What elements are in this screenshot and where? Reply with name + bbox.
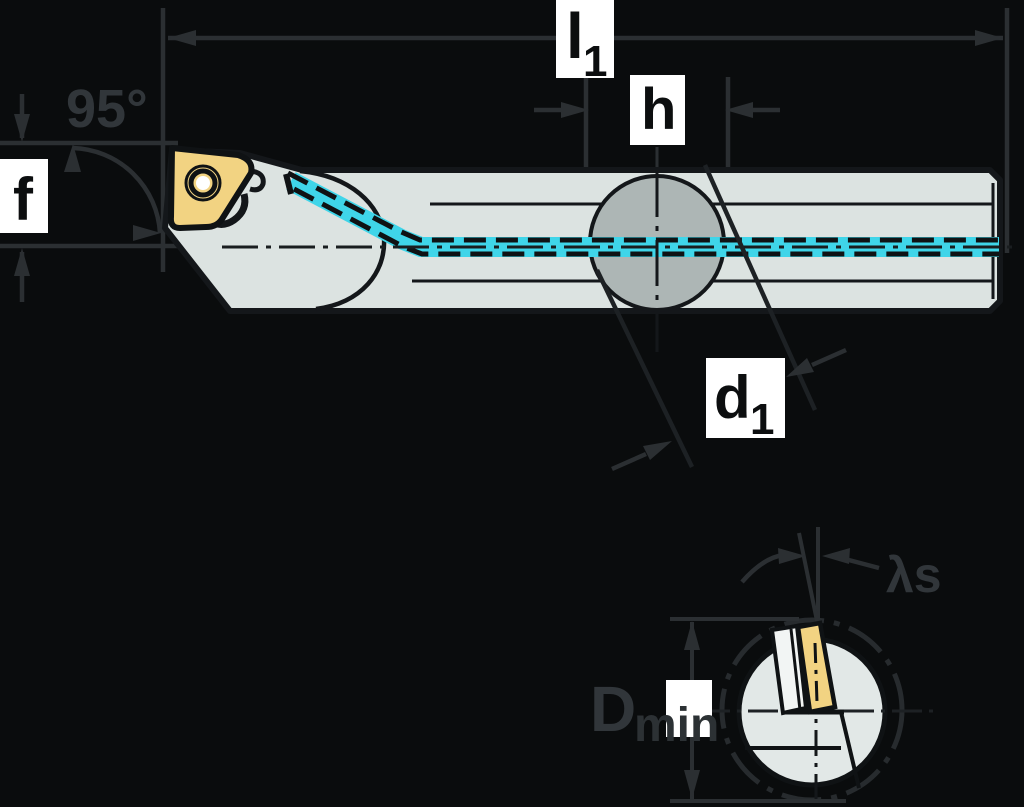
angle-95-label: 95° <box>66 79 148 139</box>
coolant-dashed-edge-bottom <box>292 186 999 257</box>
l1-label-box <box>556 0 614 78</box>
dmin-label-subscript: min <box>634 699 719 752</box>
pocket-band-divider <box>789 628 802 711</box>
f-arrowhead-up <box>14 248 30 276</box>
d1-label: d <box>714 364 751 431</box>
d1-arrowhead-lower <box>643 441 672 460</box>
dmin-arrowhead-up <box>684 621 700 650</box>
lambda-s-right-leader <box>844 556 880 571</box>
d1-label-subscript: 1 <box>750 395 774 444</box>
bar-body <box>162 147 1003 314</box>
clamp-hook <box>249 168 266 193</box>
d1-label-box <box>706 358 785 438</box>
lambda-s-arrowhead-right <box>822 548 850 564</box>
h-arrowhead-right <box>725 102 753 118</box>
d1-arrow-upper-stem <box>811 347 847 368</box>
insert-screw-ring <box>188 168 218 198</box>
lambda-s-dimension <box>740 527 880 622</box>
d1-tangent-left <box>594 269 695 468</box>
pocket-diagonal-line <box>839 711 861 789</box>
insert-end-view <box>795 620 838 715</box>
coolant-entry-cap <box>283 173 294 195</box>
h-arrowhead-left <box>561 102 589 118</box>
f-arrowhead-down <box>14 114 30 142</box>
d1-arrowhead-upper <box>786 358 814 377</box>
l1-arrowhead-right <box>975 30 1003 46</box>
cutting-insert-side-view <box>167 145 255 231</box>
end-view: D min λs <box>590 527 942 804</box>
h-label-box <box>630 75 685 145</box>
labels-main-view: 95° f l 1 h d 1 <box>13 0 774 444</box>
label-boxes <box>0 0 785 438</box>
insert-screw-center <box>196 176 210 190</box>
d1-arrow-lower-stem <box>611 451 647 472</box>
l1-label-subscript: 1 <box>583 37 607 86</box>
labels-end-view: D min λs <box>590 547 942 752</box>
coolant-dashed-edge-top <box>286 170 999 243</box>
f-label: f <box>13 166 34 233</box>
f-label-box <box>0 159 48 233</box>
insert-end-view-centerline <box>813 642 819 703</box>
dmin-arrowhead-down <box>684 770 700 799</box>
angle-arc-95 <box>72 145 163 234</box>
dimension-arrowheads <box>14 30 1003 276</box>
lambda-s-arrowhead-left <box>778 548 806 564</box>
l1-arrowhead-left <box>168 30 196 46</box>
lambda-s-label: λs <box>886 547 942 603</box>
insert-screw-outer-ring <box>184 164 222 202</box>
dmin-label: D <box>590 673 636 745</box>
l1-label: l <box>566 0 584 72</box>
h-label: h <box>641 77 676 142</box>
d1-dimension <box>594 164 847 472</box>
arc-arrowhead-bottom <box>133 225 161 241</box>
arc-arrowhead-top <box>64 144 81 172</box>
boring-bar-side-view <box>162 147 1003 314</box>
lambda-s-left-leader <box>740 552 785 584</box>
dmin-label-box <box>666 680 712 737</box>
lambda-s-inclined-line <box>797 532 819 622</box>
